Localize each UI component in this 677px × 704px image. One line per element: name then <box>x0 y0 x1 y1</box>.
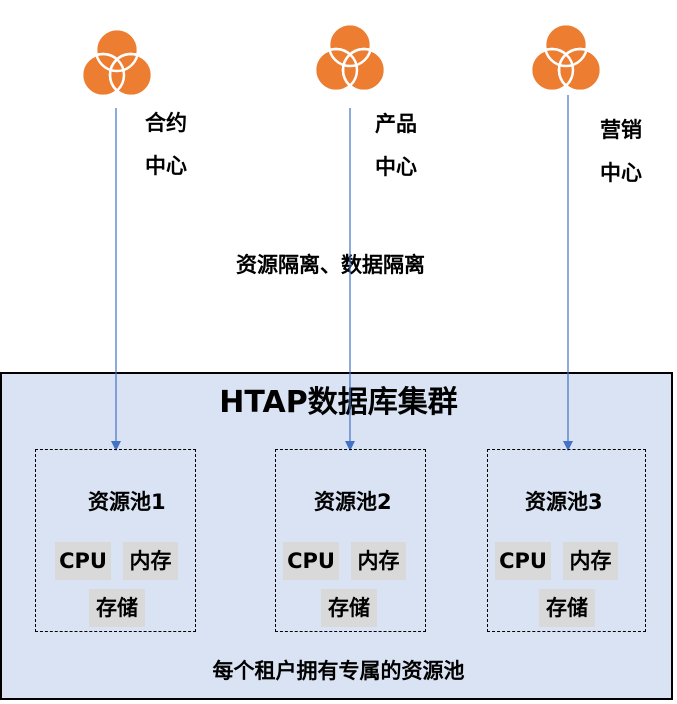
tenant-label-line: 营销 <box>600 118 642 142</box>
tenant-label-line: 中心 <box>375 155 417 179</box>
pool-title: 资源池3 <box>525 490 603 514</box>
storage-box: 存储 <box>89 589 145 627</box>
tenant-venn-icon <box>313 22 387 93</box>
tenant-label-line: 合约 <box>145 111 187 135</box>
isolation-label: 资源隔离、数据隔离 <box>236 253 425 277</box>
tenant-label-marketing: 营销 中心 <box>600 120 642 206</box>
tenant-venn-icon <box>80 27 154 98</box>
cpu-box: CPU <box>495 542 551 580</box>
htap-cluster-box <box>0 372 673 700</box>
storage-box: 存储 <box>539 589 595 627</box>
cluster-footer: 每个租户拥有专属的资源池 <box>212 659 465 683</box>
storage-box: 存储 <box>321 589 377 627</box>
resource-pool-2 <box>275 449 426 632</box>
tenant-venn-icon <box>529 22 603 93</box>
tenant-label-product: 产品 中心 <box>375 114 417 200</box>
cpu-box: CPU <box>55 542 111 580</box>
pool-title: 资源池1 <box>88 490 166 514</box>
cluster-title: HTAP数据库集群 <box>219 385 458 420</box>
tenant-label-line: 中心 <box>600 161 642 185</box>
tenant-label-contract: 合约 中心 <box>145 113 187 199</box>
tenant-label-line: 产品 <box>375 112 417 136</box>
resource-pool-3 <box>487 449 646 632</box>
cpu-box: CPU <box>283 542 339 580</box>
pool-title: 资源池2 <box>314 490 392 514</box>
memory-box: 内存 <box>563 542 618 580</box>
memory-box: 内存 <box>351 542 406 580</box>
memory-box: 内存 <box>123 542 178 580</box>
resource-pool-1 <box>35 449 196 632</box>
tenant-label-line: 中心 <box>145 154 187 178</box>
